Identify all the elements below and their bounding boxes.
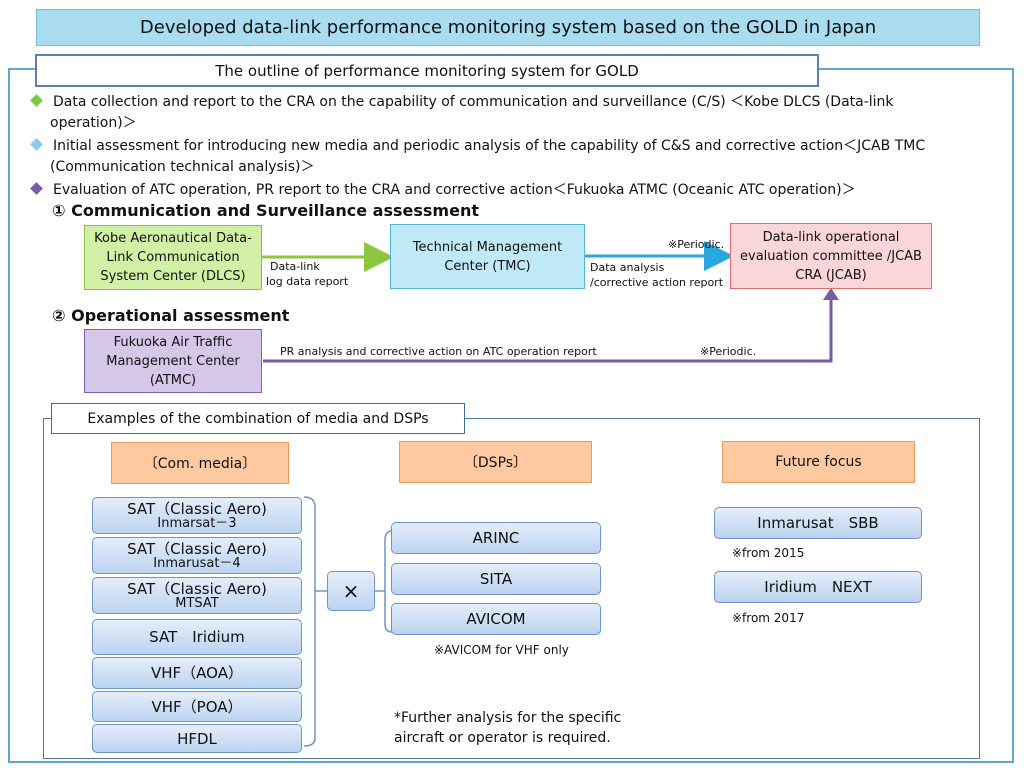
node-dlcs: Kobe Aeronautical Data-Link Communicatio… <box>84 225 262 290</box>
bullet-1-line2: operation)＞ <box>50 115 137 131</box>
edge-label-dlcs-tmc-1: Data-link <box>270 260 320 273</box>
bullet-item: Initial assessment for introducing new m… <box>30 136 992 178</box>
arrow-atmc-to-cra <box>263 292 833 363</box>
media-item: VHF（POA） <box>92 691 302 722</box>
future-note: ※from 2015 <box>732 546 805 560</box>
future-item: Iridium NEXT <box>714 571 922 603</box>
node-cra: Data-link operational evaluation committ… <box>730 223 932 289</box>
media-sublabel: Inmarusat－4 <box>153 556 241 571</box>
footnote-line-2: aircraft or operator is required. <box>394 730 611 746</box>
media-label: VHF（POA） <box>151 697 243 716</box>
media-label: SAT（Classic Aero) <box>127 500 267 518</box>
media-sublabel: MTSAT <box>175 596 219 611</box>
dsp-item: SITA <box>391 563 601 595</box>
media-sublabel: Inmarsat－3 <box>157 516 237 531</box>
bullet-3-line1: Evaluation of ATC operation, PR report t… <box>53 182 856 198</box>
edge-label-atmc-cra: PR analysis and corrective action on ATC… <box>280 345 597 358</box>
edge-label-tmc-cra-2: /corrective action report <box>590 276 724 289</box>
bullet-2-line2: (Communication technical analysis)＞ <box>50 159 315 175</box>
examples-frame <box>43 418 980 759</box>
footnote: *Further analysis for the specific aircr… <box>394 708 621 748</box>
bullet-1-line1: Data collection and report to the CRA on… <box>53 94 894 110</box>
header-dsps: 〔DSPs〕 <box>399 441 592 483</box>
edge-label-periodic-2: ※Periodic. <box>700 345 757 358</box>
node-atmc: Fukuoka Air Traffic Management Center (A… <box>84 329 262 393</box>
dsp-item: AVICOM <box>391 603 601 635</box>
edge-label-periodic-1: ※Periodic. <box>668 238 725 251</box>
header-future-focus: Future focus <box>722 441 915 483</box>
media-label: VHF（AOA） <box>151 664 243 682</box>
section-operational-assessment: ② Operational assessment <box>52 306 290 325</box>
dsp-item: ARINC <box>391 522 601 554</box>
section-cs-assessment: ① Communication and Surveillance assessm… <box>52 201 479 220</box>
edge-label-tmc-cra-1: Data analysis <box>590 261 665 274</box>
future-item: Inmarusat SBB <box>714 507 922 539</box>
media-item: SAT Iridium <box>92 619 302 655</box>
media-item: SAT（Classic Aero)Inmarsat－3 <box>92 497 302 534</box>
footnote-line-1: *Further analysis for the specific <box>394 710 622 726</box>
examples-label: Examples of the combination of media and… <box>51 403 465 434</box>
dsp-note: ※AVICOM for VHF only <box>434 643 569 657</box>
media-label: SAT（Classic Aero) <box>127 540 267 558</box>
media-item: SAT（Classic Aero)Inmarusat－4 <box>92 537 302 574</box>
media-item: HFDL <box>92 724 302 753</box>
edge-label-dlcs-tmc-2: log data report <box>266 275 349 288</box>
media-label: HFDL <box>177 729 217 748</box>
media-label: SAT Iridium <box>149 628 245 646</box>
bullet-2-line1: Initial assessment for introducing new m… <box>53 138 926 154</box>
outline-heading: The outline of performance monitoring sy… <box>35 54 819 87</box>
bullet-item: Evaluation of ATC operation, PR report t… <box>30 180 992 201</box>
future-note: ※from 2017 <box>732 611 805 625</box>
bullet-item: Data collection and report to the CRA on… <box>30 92 992 134</box>
multiply-symbol: × <box>327 571 375 611</box>
media-label: SAT（Classic Aero) <box>127 580 267 598</box>
media-item: SAT（Classic Aero)MTSAT <box>92 577 302 614</box>
header-com-media: 〔Com. media〕 <box>111 442 289 484</box>
media-item: VHF（AOA） <box>92 657 302 689</box>
page-title: Developed data-link performance monitori… <box>36 9 980 46</box>
node-tmc: Technical Management Center (TMC) <box>390 224 585 289</box>
